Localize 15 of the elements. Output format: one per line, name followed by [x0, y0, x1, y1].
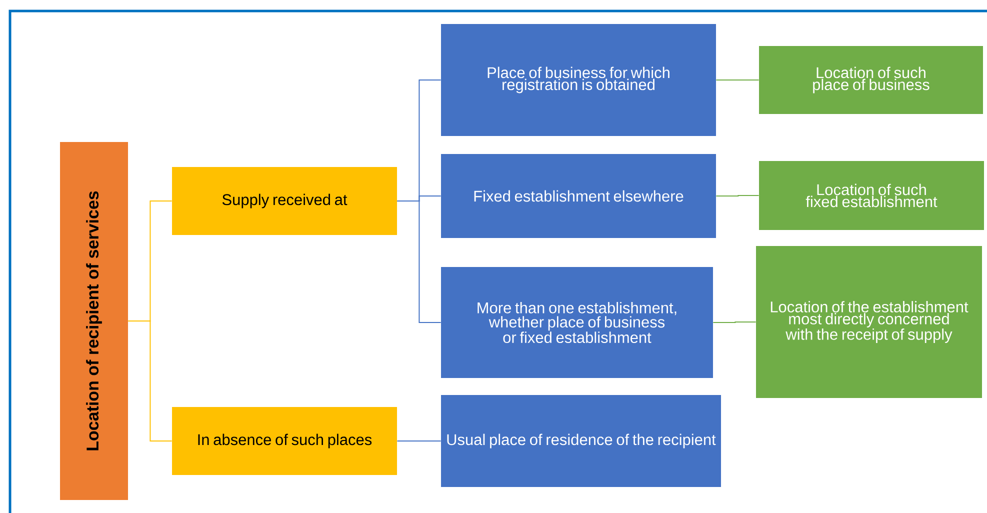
- place-box: Fixed establishment elsewhere: [441, 154, 716, 238]
- connector-line: [396, 440, 442, 442]
- place-box: Usual place of residence of the recipient: [441, 395, 721, 487]
- connector-line: [712, 322, 756, 323]
- condition-box: Supply received at: [172, 167, 397, 235]
- connector-line: [128, 320, 172, 442]
- condition-box: In absence of such places: [172, 407, 397, 475]
- place-box: More than one establishment, whether place of business or fixed establishment: [441, 267, 713, 378]
- connector-line: [716, 195, 760, 196]
- place-box: Place of business for which registration is obtained: [441, 24, 716, 136]
- category-bar: Location of recipient of services: [60, 142, 128, 500]
- location-box: Location of such fixed establishment: [759, 161, 984, 230]
- location-box: Location of such place of business: [759, 46, 983, 114]
- connector-line: [396, 200, 442, 323]
- location-box: Location of the establishment most directly concerned with the receipt of supply: [756, 246, 982, 398]
